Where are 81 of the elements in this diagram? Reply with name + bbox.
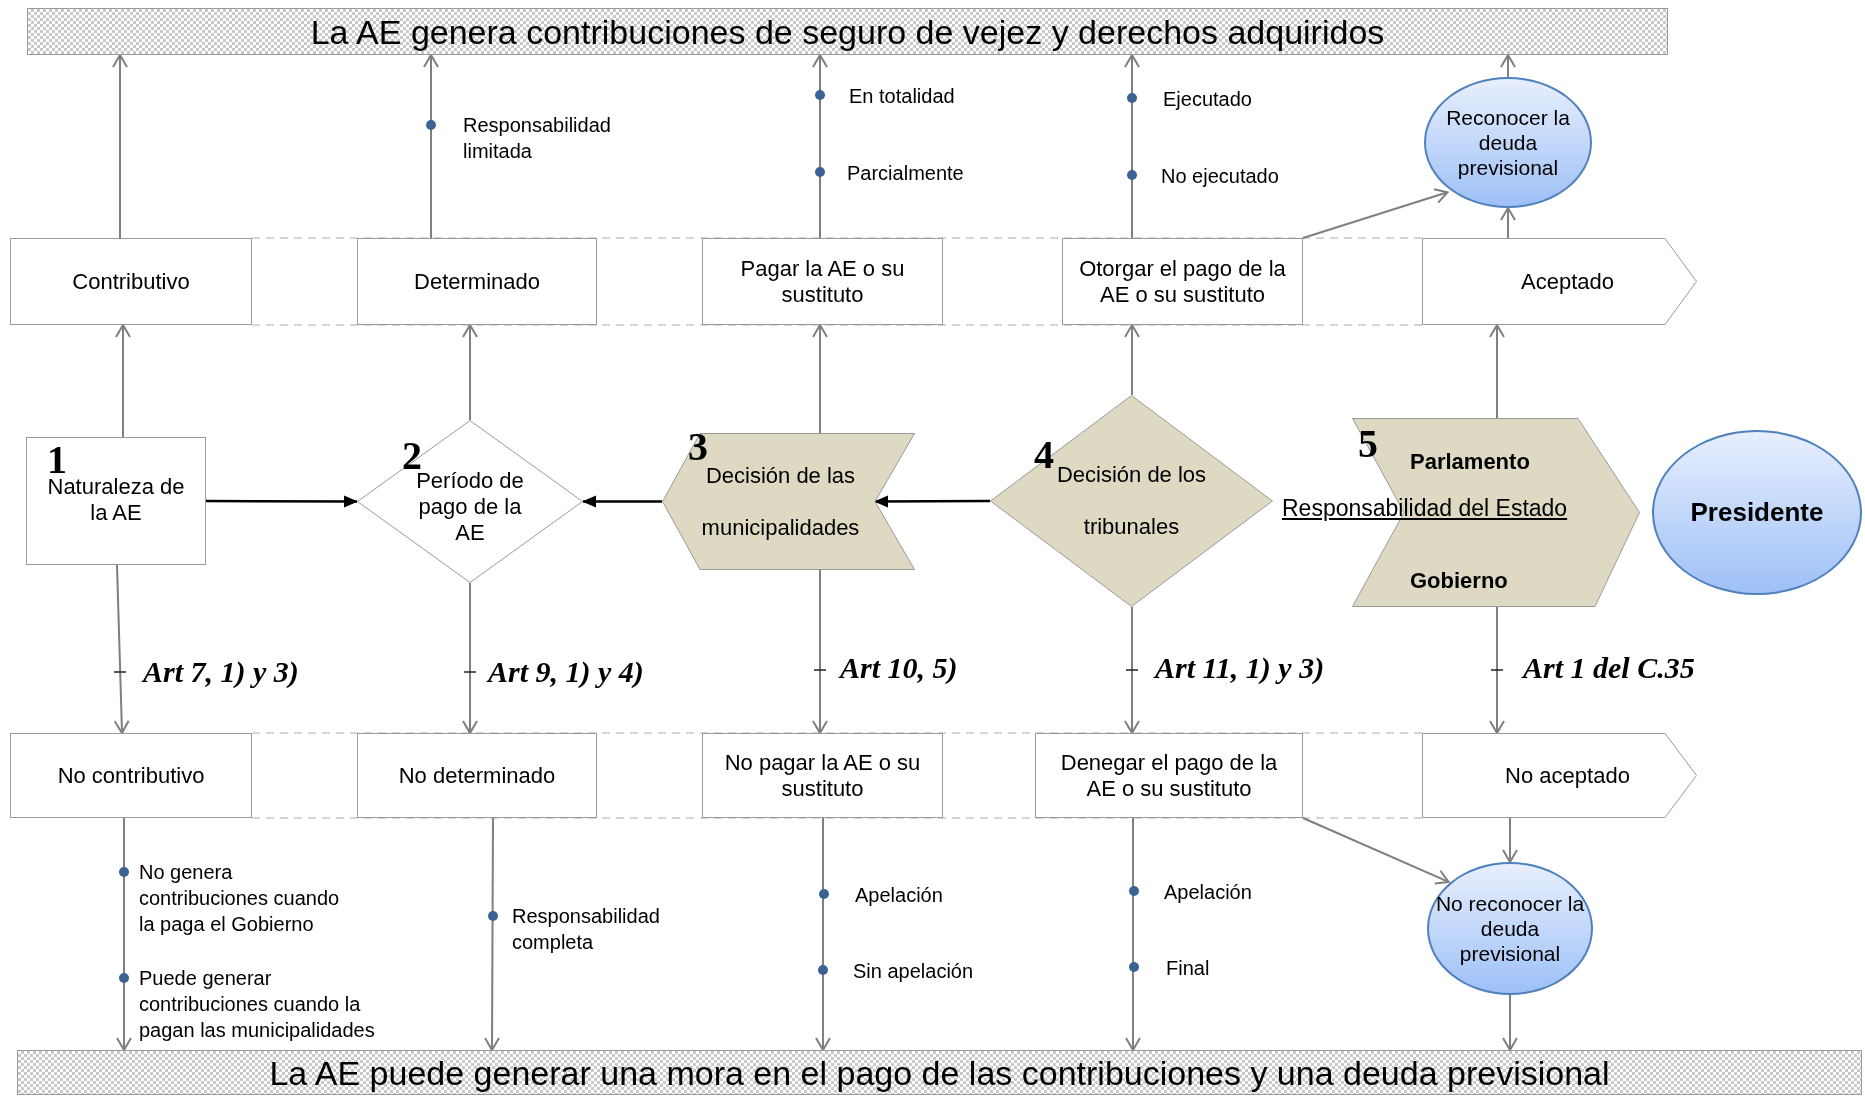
bullet-text: Final [1166,956,1210,981]
node-text: La AE genera contribuciones de seguro de vejez y derechos adquiridos [310,14,1385,49]
process-box [357,238,597,325]
node-text: Denegar el pago de la AE o su sustituto [1059,749,1279,802]
arrow [582,495,662,508]
process-box [702,733,943,818]
arrow [116,817,132,1051]
arrow [1489,324,1505,419]
node-text: Responsabilidad del Estado [1282,494,1568,523]
article-reference: Art 7, 1) y 3) [143,654,299,690]
arrow [812,324,828,434]
process-box [357,733,597,818]
node-text: Decisión de los tribunales [1055,461,1208,541]
node-text: No determinado [398,762,556,789]
chevron-shape [662,433,915,570]
article-reference: Art 9, 1) y 4) [488,654,644,690]
arrow [1489,606,1505,734]
node-text: No reconocer la deuda previsional [1434,891,1586,966]
node-text: No pagar la AE o su sustituto [723,749,922,802]
arrow [462,324,478,421]
process-box [26,437,206,565]
node-text: Otorgar el pago de la AE o su sustituto [1078,255,1287,308]
step-number: 5 [1358,424,1378,464]
article-reference: Art 1 del C.35 [1523,650,1695,686]
node-text: Reconocer la deuda previsional [1445,105,1571,180]
decision-diamond [990,395,1273,607]
arrow [115,324,131,438]
process-box [10,733,252,818]
bullet-text: Apelación [855,883,943,908]
arrow [1502,817,1518,863]
bullet-text: Sin apelación [853,959,974,984]
process-box [1062,238,1303,325]
pattern-banner [27,8,1668,55]
arrow [874,495,990,508]
arrow [1125,817,1141,1051]
bullet-text: Puede generar contribuciones cuando la pagan las municipalidades [139,966,376,1043]
step-number: 4 [1034,435,1054,475]
node-text: Aceptado [1520,268,1614,296]
pentagon-arrow-box [1422,733,1697,818]
node-text: Gobierno [1410,567,1508,595]
arrow [815,817,831,1051]
arrow [484,817,501,1051]
arrow [1124,54,1140,239]
article-reference: Art 10, 5) [840,650,958,686]
arrow [1500,54,1516,78]
node-text: No aceptado [1504,762,1630,790]
node-text: Pagar la AE o su sustituto [739,255,906,308]
arrow [206,495,358,508]
arrow [113,564,130,734]
arrow [1302,817,1450,885]
bullet-text: Ejecutado [1163,87,1252,112]
bullet-text: Responsabilidad limitada [463,113,612,164]
arrow [1124,606,1140,734]
arrow [1500,207,1516,239]
bullet-text: En totalidad [849,84,955,109]
pentagon-arrow-box [1422,238,1697,325]
process-box [702,238,943,325]
bullet-text: Parcialmente [847,161,964,186]
arrow [1302,188,1449,239]
pattern-banner [17,1050,1862,1095]
bullet-text: No genera contribuciones cuando la paga el Gobierno [139,860,341,937]
node-text: Determinado [414,268,540,295]
arrow [1502,994,1518,1051]
arrow [462,582,478,734]
node-text: La AE puede generar una mora en el pago de las contribuciones y una deuda previsional [269,1055,1610,1090]
node-text: Parlamento [1410,448,1530,476]
node-text: Contributivo [72,268,190,295]
arrow [812,569,828,734]
article-reference: Art 11, 1) y 3) [1155,650,1325,686]
bullet-text: Apelación [1164,880,1252,905]
process-box [1035,733,1303,818]
bullet-text: No ejecutado [1161,164,1279,189]
decision-diamond [357,420,583,583]
node-text: Presidente [1690,496,1824,529]
node-text: No contributivo [57,762,205,789]
arrow [112,54,128,239]
arrow [1124,324,1140,396]
bullet-text: Responsabilidad completa [512,904,661,955]
arrow [812,54,828,239]
arrow [423,54,439,239]
process-box [10,238,252,325]
